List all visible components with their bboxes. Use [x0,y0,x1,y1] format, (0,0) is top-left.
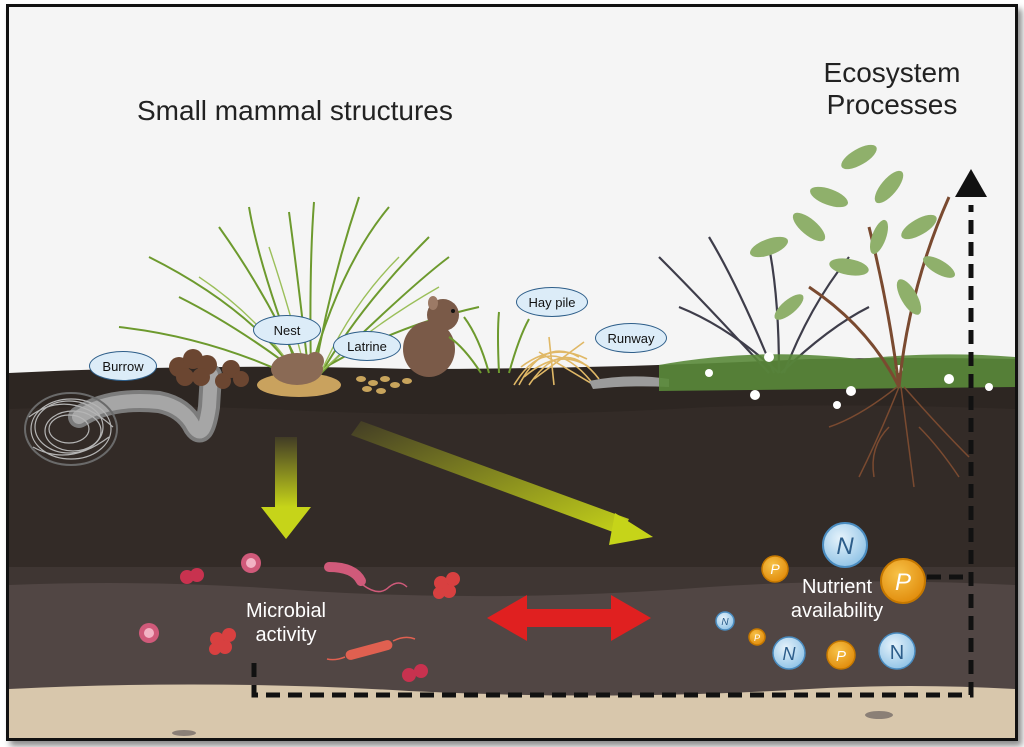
svg-text:P: P [770,561,780,577]
scene-illustration [9,7,1015,738]
rodent [403,296,459,377]
phosphorus-badge: P [748,628,766,646]
microbes [139,553,460,682]
nest-label: Nest [253,315,321,345]
eucalyptus-shrub [750,144,970,488]
phosphorus-badge: P [826,640,856,670]
svg-text:P: P [836,648,846,665]
arrow-double-red [487,595,651,641]
svg-text:P: P [754,633,760,643]
burrow-label: Burrow [89,351,157,381]
hay-pile-label: Hay pile [516,287,588,317]
main-title: Small mammal structures [137,95,453,126]
svg-text:N: N [836,533,854,560]
microbial-activity-label: Microbial activity [245,600,327,646]
runway-label: Runway [595,323,667,353]
nutrient-availability-label: Nutrient availability [790,576,884,622]
hay-grass [448,311,530,374]
nitrogen-badge: N [715,611,735,631]
ground-cover [659,354,1015,391]
arrowhead-up [955,169,987,197]
diagram-frame: Small mammal structures Ecosystem Proces… [6,4,1018,741]
dashed-feedback-line [251,205,974,698]
sand-layer [9,684,1015,738]
svg-text:P: P [895,569,911,596]
tree-roots [828,386,970,488]
nitrogen-badge: N [822,522,868,568]
runway-path [589,376,669,389]
soil-mound [169,349,249,389]
arrow-down-yellow [261,437,311,539]
grass-tussock [118,196,480,378]
nutrient-badges: N P P N P N P [715,522,926,670]
pebble [865,711,893,719]
nitrogen-badge: N [772,636,806,670]
burrow-tunnel-inner [72,368,218,439]
arrow-diagonal-yellow [351,421,653,545]
svg-text:N: N [890,642,904,664]
nitrogen-badge: N [878,632,916,670]
burrow-nest-ball [24,392,118,466]
hay-pile [513,336,600,386]
phosphorus-badge: P [880,558,926,604]
nest-mouse-head [306,352,324,370]
latrine-label: Latrine [333,331,401,361]
ecosystem-processes-title: Ecosystem Processes [823,57,961,120]
phosphorus-badge: P [761,555,789,583]
pebble [172,730,196,736]
svg-text:N: N [721,617,729,628]
latrine-pellets [356,376,412,394]
svg-text:N: N [783,644,797,664]
